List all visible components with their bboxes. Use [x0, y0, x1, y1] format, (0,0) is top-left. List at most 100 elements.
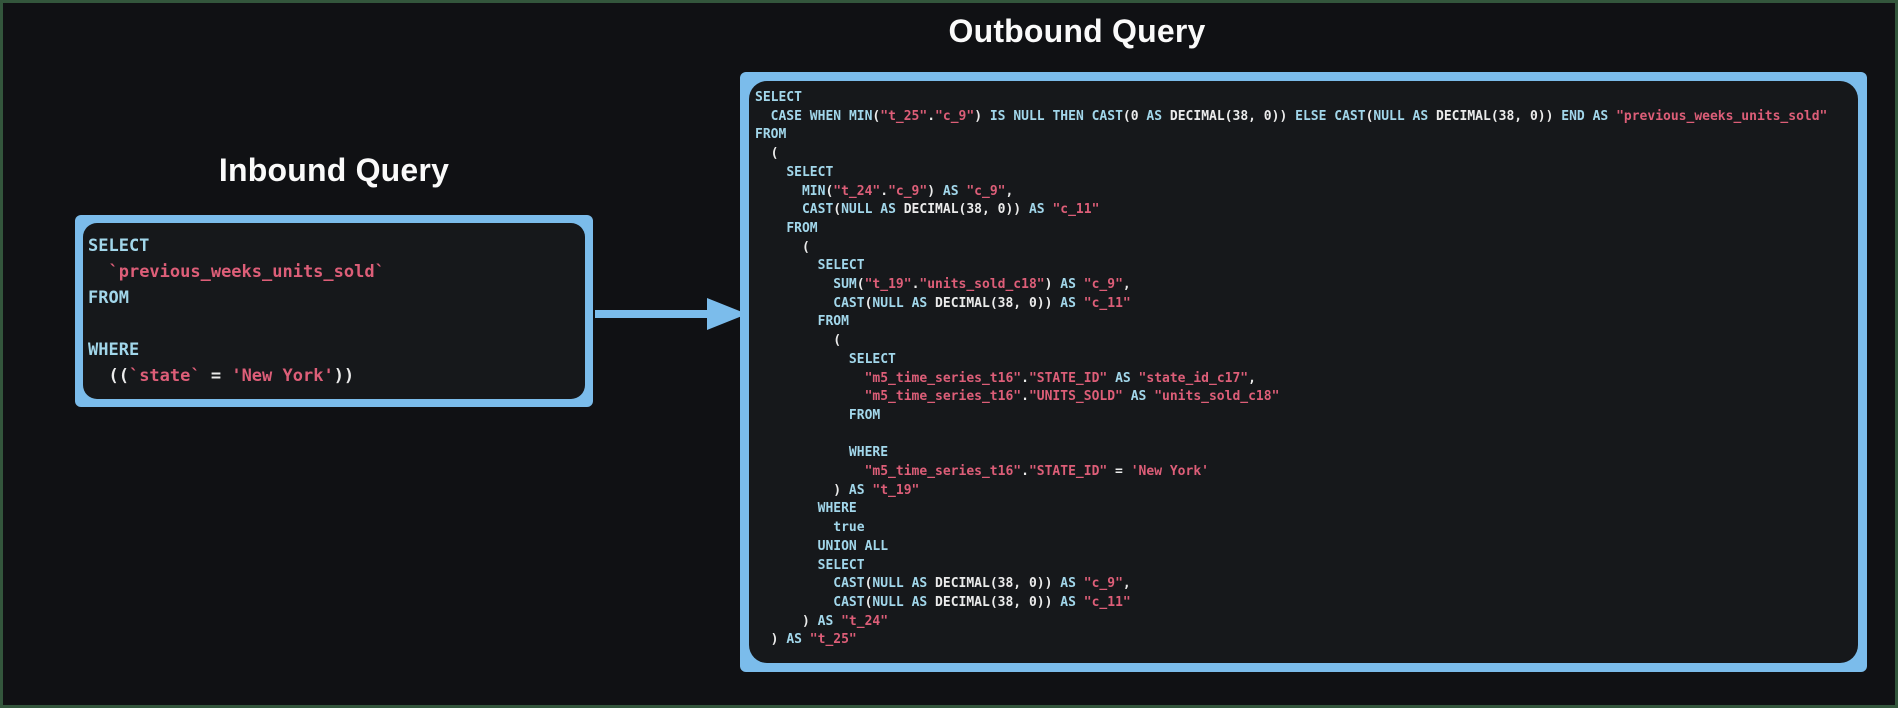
- code-token: AS: [1060, 576, 1076, 592]
- code-line: FROM: [755, 313, 1850, 332]
- outbound-query-box: SELECT CASE WHEN MIN("t_25"."c_9") IS NU…: [740, 72, 1867, 672]
- code-line: SELECT: [88, 233, 577, 259]
- code-token: true: [833, 520, 865, 536]
- code-line: WHERE: [755, 444, 1850, 463]
- code-token: ): [755, 482, 849, 498]
- code-token: .: [880, 183, 889, 199]
- code-token: [755, 371, 865, 386]
- code-line: "m5_time_series_t16"."STATE_ID" = 'New Y…: [755, 463, 1850, 482]
- code-token: CAST: [833, 295, 865, 311]
- outbound-query-title: Outbound Query: [948, 13, 1206, 49]
- code-token: (: [825, 183, 834, 199]
- code-token: AS: [817, 613, 834, 629]
- code-line: SELECT: [755, 164, 1850, 183]
- code-token: [755, 221, 786, 236]
- code-token: [1084, 109, 1092, 124]
- code-token: DECIMAL(38, 0)): [895, 202, 1029, 218]
- code-line: CAST(NULL AS DECIMAL(38, 0)) AS "c_11": [755, 201, 1850, 220]
- code-token: DECIMAL(38, 0)): [1162, 108, 1296, 124]
- code-token: `previous_weeks_units_sold`: [108, 262, 385, 282]
- code-token: [904, 296, 912, 311]
- code-token: WHERE: [848, 445, 889, 461]
- code-line: CAST(NULL AS DECIMAL(38, 0)) AS "c_9",: [755, 575, 1850, 594]
- code-token: ): [974, 108, 990, 124]
- code-token: .: [911, 277, 920, 293]
- code-token: WHEN: [809, 108, 842, 124]
- code-token: CAST: [1334, 108, 1366, 124]
- code-token: UNION: [817, 538, 857, 554]
- code-token: [1146, 389, 1154, 404]
- code-token: [1123, 389, 1131, 404]
- code-token: SELECT: [88, 236, 150, 256]
- code-token: [755, 109, 771, 124]
- code-line: WHERE: [755, 500, 1850, 519]
- code-token: "t_19": [872, 482, 920, 498]
- code-token: FROM: [786, 220, 818, 236]
- code-token: 'New York': [1130, 464, 1209, 480]
- code-token: [1585, 109, 1593, 124]
- arrow-shaft: [595, 310, 713, 318]
- code-line: SELECT: [755, 351, 1850, 370]
- code-token: (: [864, 594, 873, 610]
- code-token: (: [833, 202, 842, 218]
- code-token: DECIMAL(38, 0)): [927, 594, 1061, 610]
- code-line: FROM: [88, 285, 577, 311]
- code-token: AS: [1592, 108, 1609, 124]
- code-line: (: [755, 145, 1850, 164]
- code-token: END: [1561, 108, 1585, 124]
- code-token: CAST: [1091, 108, 1123, 124]
- code-token: (: [864, 295, 873, 311]
- code-line: FROM: [755, 407, 1850, 426]
- code-token: .: [927, 108, 936, 124]
- code-token: AS: [1060, 277, 1076, 293]
- code-token: SELECT: [817, 258, 865, 274]
- code-token: ): [1044, 277, 1061, 293]
- code-token: [755, 389, 865, 404]
- code-token: "m5_time_series_t16": [864, 389, 1022, 405]
- inbound-query-title: Inbound Query: [218, 152, 450, 188]
- code-line: SELECT: [755, 557, 1850, 576]
- code-token: [755, 408, 849, 423]
- code-token: .: [1021, 370, 1029, 386]
- code-token: SELECT: [786, 164, 834, 180]
- code-token: FROM: [848, 407, 881, 423]
- code-token: MIN: [848, 108, 873, 124]
- code-line: [755, 426, 1850, 445]
- code-token: [755, 202, 802, 217]
- code-token: ,: [1122, 277, 1131, 293]
- code-token: [802, 109, 810, 124]
- code-token: =: [1107, 464, 1131, 480]
- inbound-query-code: SELECT `previous_weeks_units_sold`FROM W…: [83, 223, 585, 399]
- code-token: ): [927, 183, 943, 199]
- code-token: "STATE_ID": [1028, 464, 1108, 480]
- code-token: "t_24": [841, 613, 889, 629]
- code-token: ELSE: [1295, 108, 1327, 124]
- code-token: [755, 520, 833, 535]
- code-token: "state_id_c17": [1138, 370, 1249, 386]
- code-line: MIN("t_24"."c_9") AS "c_9",: [755, 183, 1850, 202]
- code-token: [755, 258, 818, 273]
- code-token: "m5_time_series_t16": [864, 370, 1022, 386]
- code-token: AS: [1412, 108, 1429, 124]
- code-token: "t_24": [833, 183, 881, 199]
- code-token: (0: [1122, 108, 1147, 124]
- code-token: "c_9": [966, 183, 1006, 199]
- code-token: "UNITS_SOLD": [1028, 389, 1123, 405]
- code-token: NULL: [841, 202, 873, 218]
- code-token: [755, 296, 833, 311]
- code-line: FROM: [755, 220, 1850, 239]
- code-token: [904, 595, 912, 610]
- code-token: FROM: [817, 314, 849, 330]
- code-token: [1076, 296, 1084, 311]
- code-token: NULL: [872, 576, 904, 592]
- code-line: [88, 311, 577, 337]
- code-line: CAST(NULL AS DECIMAL(38, 0)) AS "c_11": [755, 594, 1850, 613]
- code-token: "c_9": [935, 108, 975, 124]
- code-line: ) AS "t_25": [755, 631, 1850, 650]
- code-line: FROM: [755, 126, 1850, 145]
- code-token: SELECT: [755, 90, 802, 105]
- code-line: UNION ALL: [755, 538, 1850, 557]
- code-line: (: [755, 239, 1850, 258]
- code-token: WHERE: [817, 501, 857, 517]
- code-token: (: [1365, 108, 1374, 124]
